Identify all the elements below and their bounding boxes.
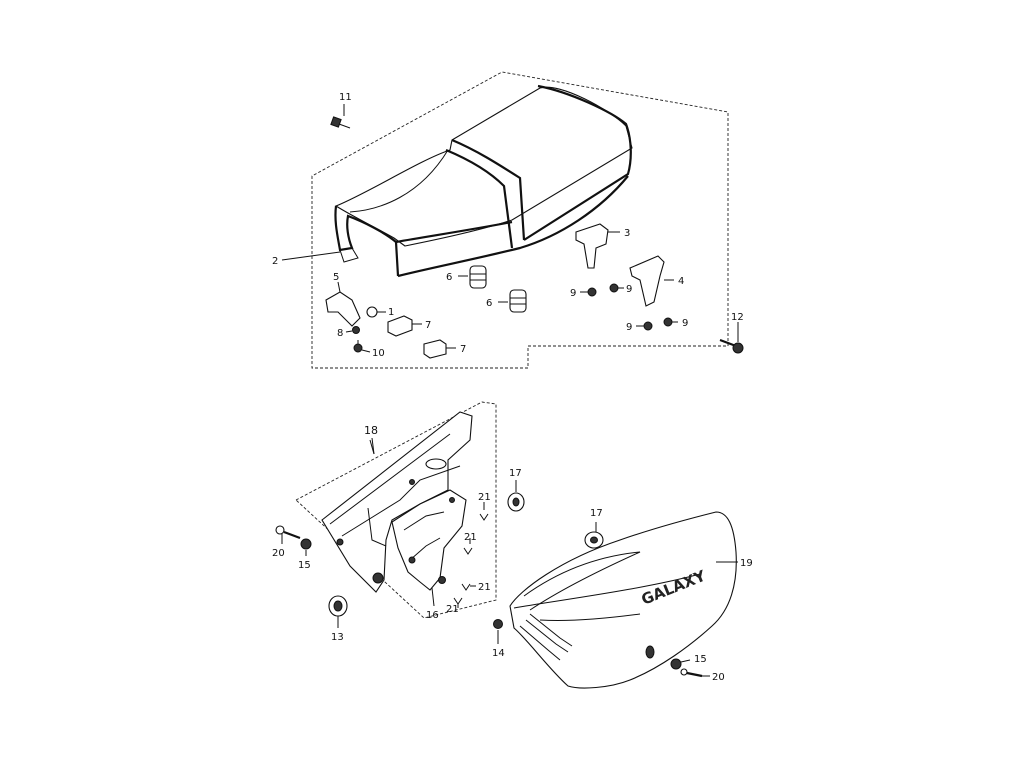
callout-2: 2 — [272, 256, 278, 267]
bolt-8 — [345, 326, 360, 334]
leader-2 — [281, 251, 341, 261]
callout-10: 10 — [372, 348, 385, 359]
clip-21-b — [463, 538, 473, 555]
callout-9-a: 9 — [570, 288, 576, 299]
callout-5: 5 — [333, 272, 339, 283]
callout-15-left: 15 — [298, 560, 311, 571]
washer-15-right — [670, 658, 691, 670]
callout-1: 1 — [388, 307, 394, 318]
rubber-block-7-upper — [387, 315, 422, 337]
seat — [334, 84, 633, 278]
bracket-plate-16 — [391, 489, 467, 607]
bolt-12 — [719, 322, 744, 354]
nut-9-a — [580, 287, 597, 297]
callout-12: 12 — [731, 312, 744, 323]
damper-6-lower — [498, 289, 527, 313]
callout-7-lower: 7 — [460, 344, 466, 355]
callout-17-right: 17 — [590, 508, 603, 519]
callout-4: 4 — [678, 276, 684, 287]
side-cover-19: GALAXY — [509, 511, 738, 689]
nut-9-b — [609, 283, 624, 293]
callout-17-left: 17 — [509, 468, 522, 479]
callout-8: 8 — [337, 328, 343, 339]
left-cover-group-boundary — [295, 401, 497, 619]
nut-9-d — [663, 317, 678, 327]
grommet-17-left — [507, 480, 525, 512]
callout-16: 16 — [426, 610, 439, 621]
damper-6-upper — [458, 265, 487, 289]
callout-20-right: 20 — [712, 672, 725, 683]
callout-9-d: 9 — [682, 318, 688, 329]
bolt-20-left — [275, 525, 301, 544]
hinge-4 — [629, 255, 674, 307]
clip-21-c — [461, 583, 476, 591]
callout-6-lower: 6 — [486, 298, 492, 309]
callout-13: 13 — [331, 632, 344, 643]
grommet-17-right — [584, 522, 604, 549]
bolt-10 — [353, 340, 371, 353]
callout-11: 11 — [339, 92, 352, 103]
leader-18 — [369, 439, 375, 455]
nut-9-c — [636, 321, 653, 331]
bracket-5 — [325, 281, 361, 327]
callout-15-right: 15 — [694, 654, 707, 665]
callout-21-a: 21 — [478, 492, 491, 503]
callout-19: 19 — [740, 558, 753, 569]
callout-14: 14 — [492, 648, 505, 659]
callout-9-c: 9 — [626, 322, 632, 333]
washer-1 — [366, 306, 378, 318]
bolt-20-right — [680, 668, 710, 678]
rubber-block-7-lower — [423, 339, 456, 359]
callout-3: 3 — [624, 228, 630, 239]
bolt-11 — [330, 104, 351, 129]
nut-14 — [493, 619, 503, 644]
callout-21-b: 21 — [464, 532, 477, 543]
grommet-13 — [328, 595, 348, 628]
callout-21-c: 21 — [478, 582, 491, 593]
callout-20-left: 20 — [272, 548, 285, 559]
callout-21-d: 21 — [446, 604, 459, 615]
hinge-3 — [575, 223, 620, 269]
seat-group-boundary — [311, 71, 729, 369]
callout-9-b: 9 — [626, 284, 632, 295]
clip-21-d — [453, 597, 463, 608]
callout-18: 18 — [364, 424, 378, 437]
washer-15-left — [300, 538, 312, 556]
callout-7-upper: 7 — [425, 320, 431, 331]
callout-6-upper: 6 — [446, 272, 452, 283]
clip-21-a — [479, 502, 489, 521]
